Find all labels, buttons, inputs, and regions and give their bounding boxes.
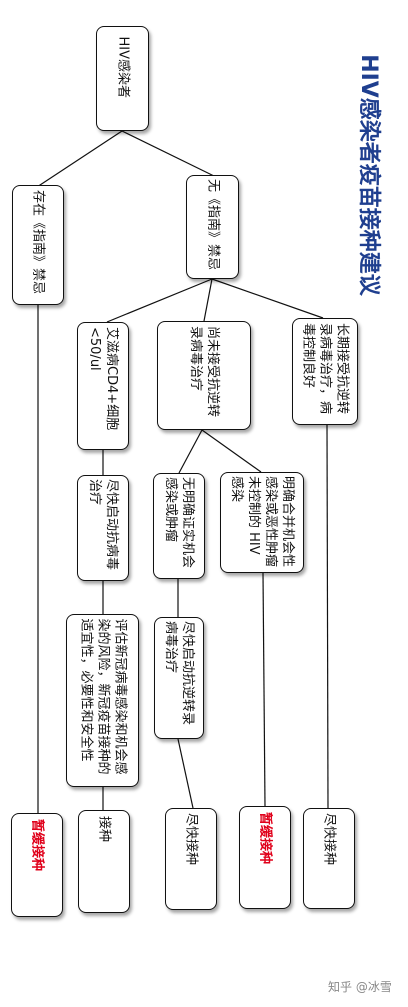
node-contraindication-present: 存在《指南》禁忌 [12,185,64,305]
node-aids-cd4: 艾滋病CD4+细胞<50/ul [77,322,129,450]
watermark: 知乎 @冰雪 [328,980,392,994]
node-art-not-started: 尚未接受抗逆转录病毒治疗 [157,321,251,430]
node-hiv-infected: HIV感染者 [96,26,149,131]
node-opportunistic-infection: 明确合并机会性感染或恶性肿瘤未控制的 HIV 感染 [220,472,304,573]
node-no-contraindication: 无《指南》禁忌 [186,175,239,279]
node-start-art: 尽快启动抗逆转录病毒治疗 [154,617,204,739]
node-long-term-art: 长期接受抗逆转录病毒治疗，病毒控制良好 [292,318,358,425]
outcome-suspend-1: 暂缓接种 [239,806,291,909]
outcome-vaccinate-asap-2: 尽快接种 [165,808,217,910]
diagram-title: HIV感染者疫苗接种建议 [356,54,381,296]
node-risk-evaluation: 评估新冠病毒感染和机会感染的风险，新冠疫苗接种的适宜性，必要性和安全性 [66,614,139,787]
outcome-vaccinate: 接种 [78,810,130,913]
node-no-opportunistic-infection: 无明确证实机会感染或肿瘤 [153,473,205,579]
outcome-suspend-2: 暂缓接种 [11,813,63,917]
outcome-vaccinate-asap-1: 尽快接种 [303,808,355,909]
node-start-art-cd4: 尽快启动抗病毒治疗 [77,475,129,581]
